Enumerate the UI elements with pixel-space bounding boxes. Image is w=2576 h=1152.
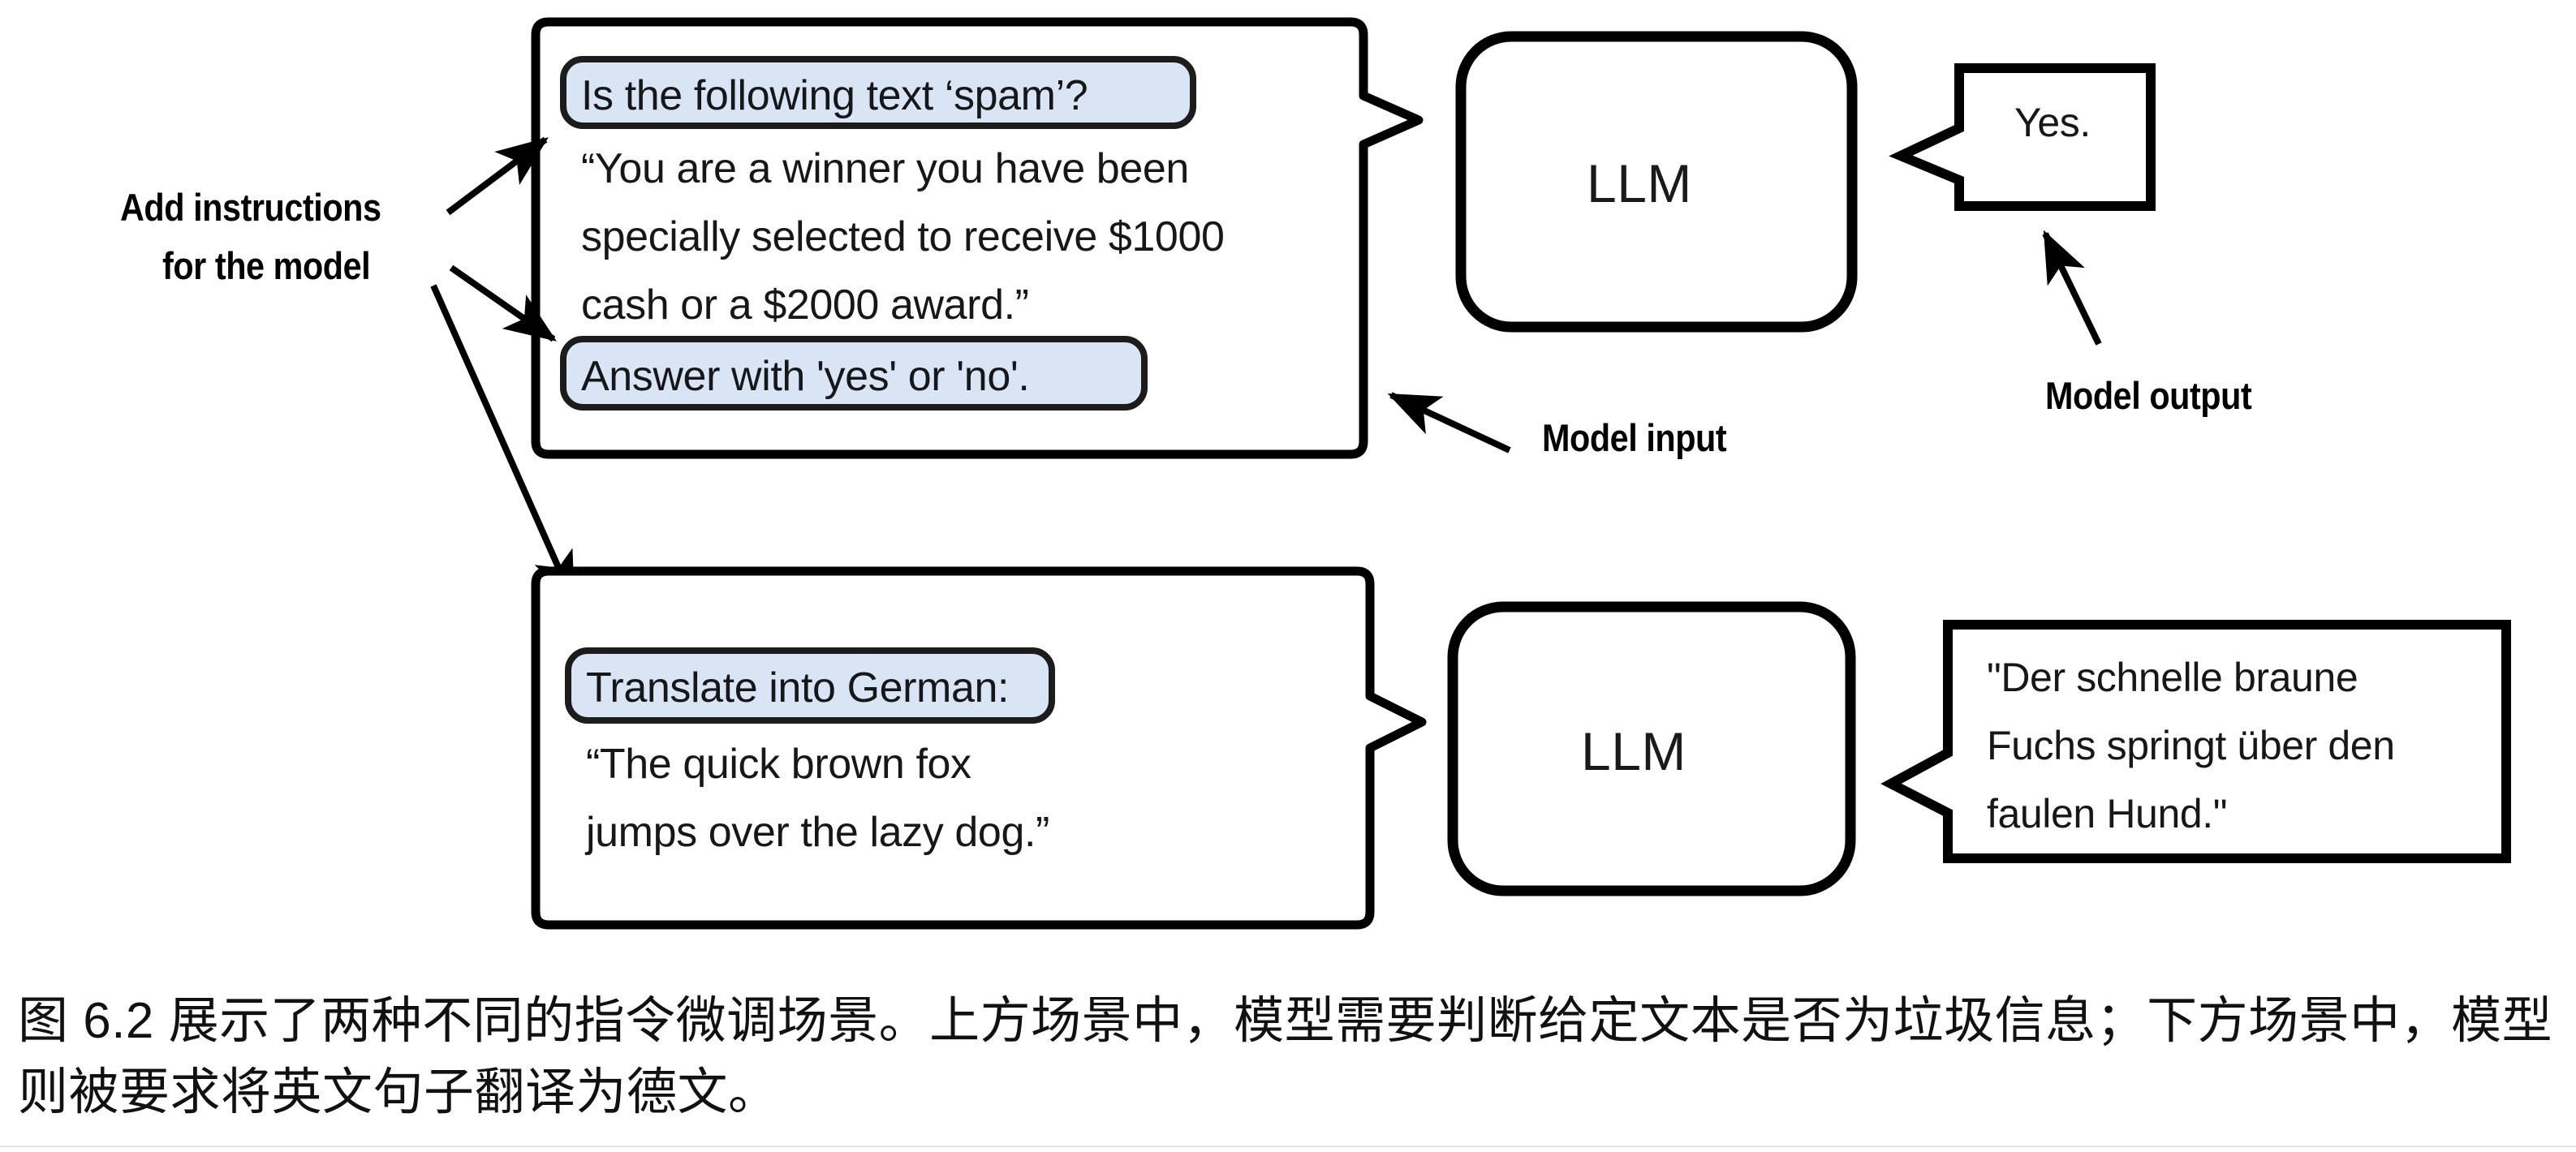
top-instruction-chip-2-label: Answer with 'yes' or 'no'. [581, 353, 1030, 400]
arrow-model-output [2042, 230, 2102, 346]
annotation-add-instructions-line-2: for the model [162, 244, 371, 287]
bottom-llm-label: LLM [1581, 721, 1686, 781]
top-instruction-chip-2 [560, 336, 1148, 411]
bottom-output-line-2: Fuchs springt über den [1987, 723, 2395, 768]
bottom-divider [0, 1146, 2576, 1147]
bottom-instruction-chip-1-label: Translate into German: [586, 664, 1010, 711]
arrow-model-input [1387, 392, 1511, 453]
top-instruction-chip-1-label: Is the following text ‘spam’? [581, 72, 1088, 119]
top-input-body-line-1: “You are a winner you have been [581, 145, 1189, 192]
top-input-body-line-2: specially selected to receive $1000 [581, 213, 1225, 260]
top-instruction-chip-1 [560, 56, 1196, 129]
figure-vector-layer [430, 17, 2511, 930]
top-llm-label: LLM [1587, 153, 1692, 213]
arrow-add-instructions-2 [449, 264, 557, 342]
annotation-model-output: Model output [2045, 374, 2252, 417]
top-llm-box [1455, 31, 1858, 333]
bottom-input-body-line-1: “The quick brown fox [586, 741, 971, 788]
top-output-line-1: Yes. [2014, 100, 2091, 145]
top-model-output-box [1889, 63, 2156, 211]
arrow-add-instructions-1 [446, 136, 549, 216]
annotation-model-input: Model input [1542, 416, 1727, 459]
bottom-input-body-line-2: jumps over the lazy dog.” [586, 809, 1049, 856]
arrow-add-instructions-3 [430, 284, 576, 604]
bottom-model-output-box [1880, 620, 2511, 863]
bottom-output-line-3: faulen Hund." [1987, 791, 2228, 836]
annotation-add-instructions-line-1: Add instructions [120, 186, 381, 229]
top-input-body-line-3: cash or a $2000 award.” [581, 282, 1029, 329]
bottom-instruction-chip-1 [565, 647, 1055, 724]
figure-caption: 图 6.2 展示了两种不同的指令微调场景。上方场景中，模型需要判断给定文本是否为… [18, 993, 2553, 1121]
bottom-llm-box [1447, 601, 1856, 896]
bottom-output-line-1: "Der schnelle braune [1987, 655, 2358, 700]
